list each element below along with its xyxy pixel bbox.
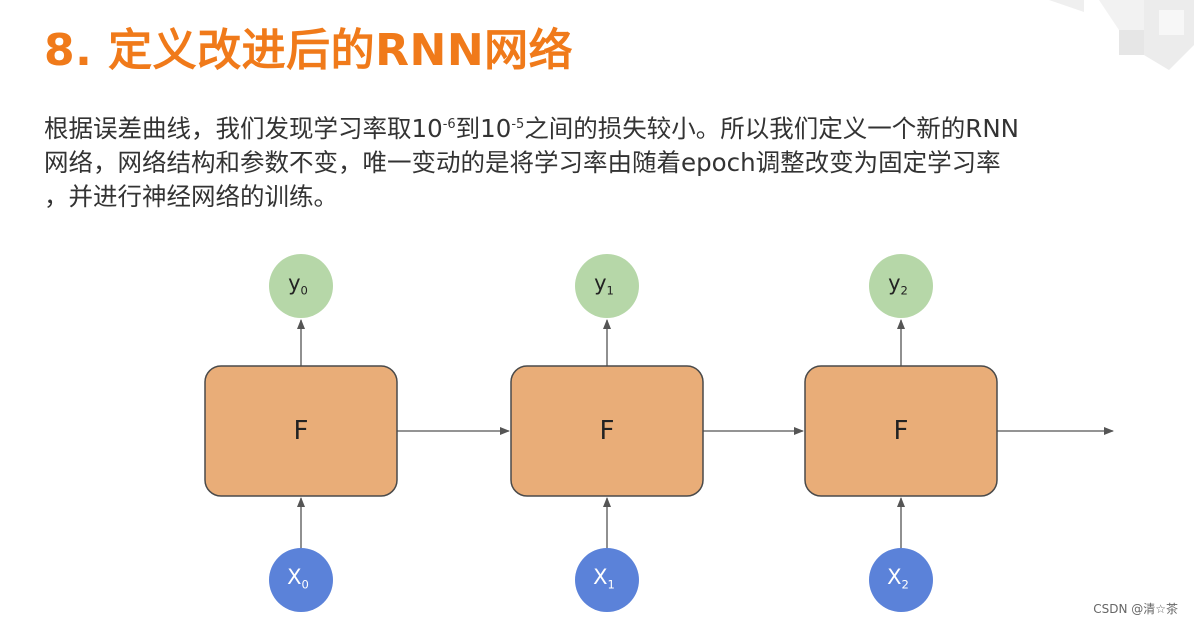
rnn-cell-label-2: F — [894, 416, 909, 446]
input-node-2 — [869, 548, 933, 612]
description-line-1: 根据误差曲线，我们发现学习率取10-6到10-5之间的损失较小。所以我们定义一个… — [44, 114, 1019, 143]
rnn-cell-label-1: F — [600, 416, 615, 446]
rnn-cell-box-2 — [804, 365, 998, 497]
output-label-2: y2 — [888, 271, 908, 297]
input-label-1: X1 — [593, 565, 615, 591]
rnn-cell-box-1 — [510, 365, 704, 497]
description-line-2: 网络，网络结构和参数不变，唯一变动的是将学习率由随着epoch调整改变为固定学习… — [44, 148, 1001, 177]
output-node-0 — [269, 254, 333, 318]
input-label-2: X2 — [887, 565, 909, 591]
input-node-1 — [575, 548, 639, 612]
exponent-1: -6 — [442, 117, 456, 132]
input-label-0: X0 — [287, 565, 309, 591]
rnn-cell-label-0: F — [294, 416, 309, 446]
decorative-cubes-graphic — [1049, 0, 1194, 70]
description-line-3: ，并进行神经网络的训练。 — [44, 182, 338, 211]
rnn-cell-box-0 — [204, 365, 398, 497]
exponent-2: -5 — [511, 117, 525, 132]
output-label-0: y0 — [288, 271, 308, 297]
description-paragraph: 根据误差曲线，我们发现学习率取10-6到10-5之间的损失较小。所以我们定义一个… — [44, 112, 1159, 214]
output-node-1 — [575, 254, 639, 318]
output-node-2 — [869, 254, 933, 318]
page-title: 8. 定义改进后的RNN网络 — [44, 25, 574, 76]
output-label-1: y1 — [594, 271, 614, 297]
watermark: CSDN @清☆茶 — [1093, 602, 1178, 616]
input-node-0 — [269, 548, 333, 612]
